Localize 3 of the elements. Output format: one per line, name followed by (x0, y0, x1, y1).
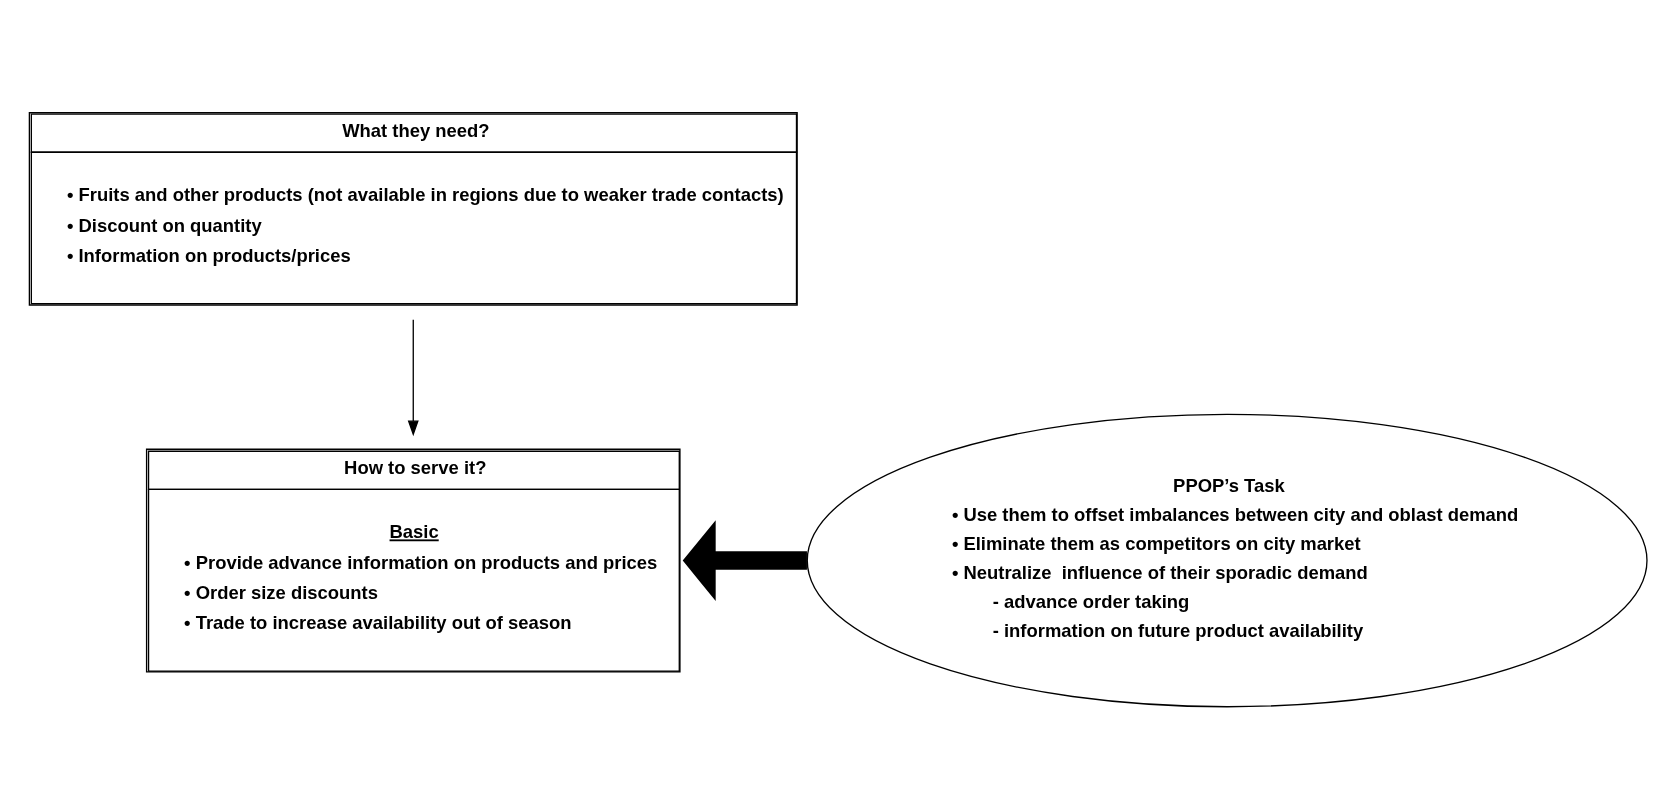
arrow (407, 318, 419, 436)
node-ellipse: PPOP’s Task • Use them to offset imbalances between city and oblast demand • Eliminate them as competitors on city market • Neutralize influence of their sporadic demand - advance order taking - information on future product availability (806, 413, 1648, 707)
arrow (682, 519, 807, 601)
